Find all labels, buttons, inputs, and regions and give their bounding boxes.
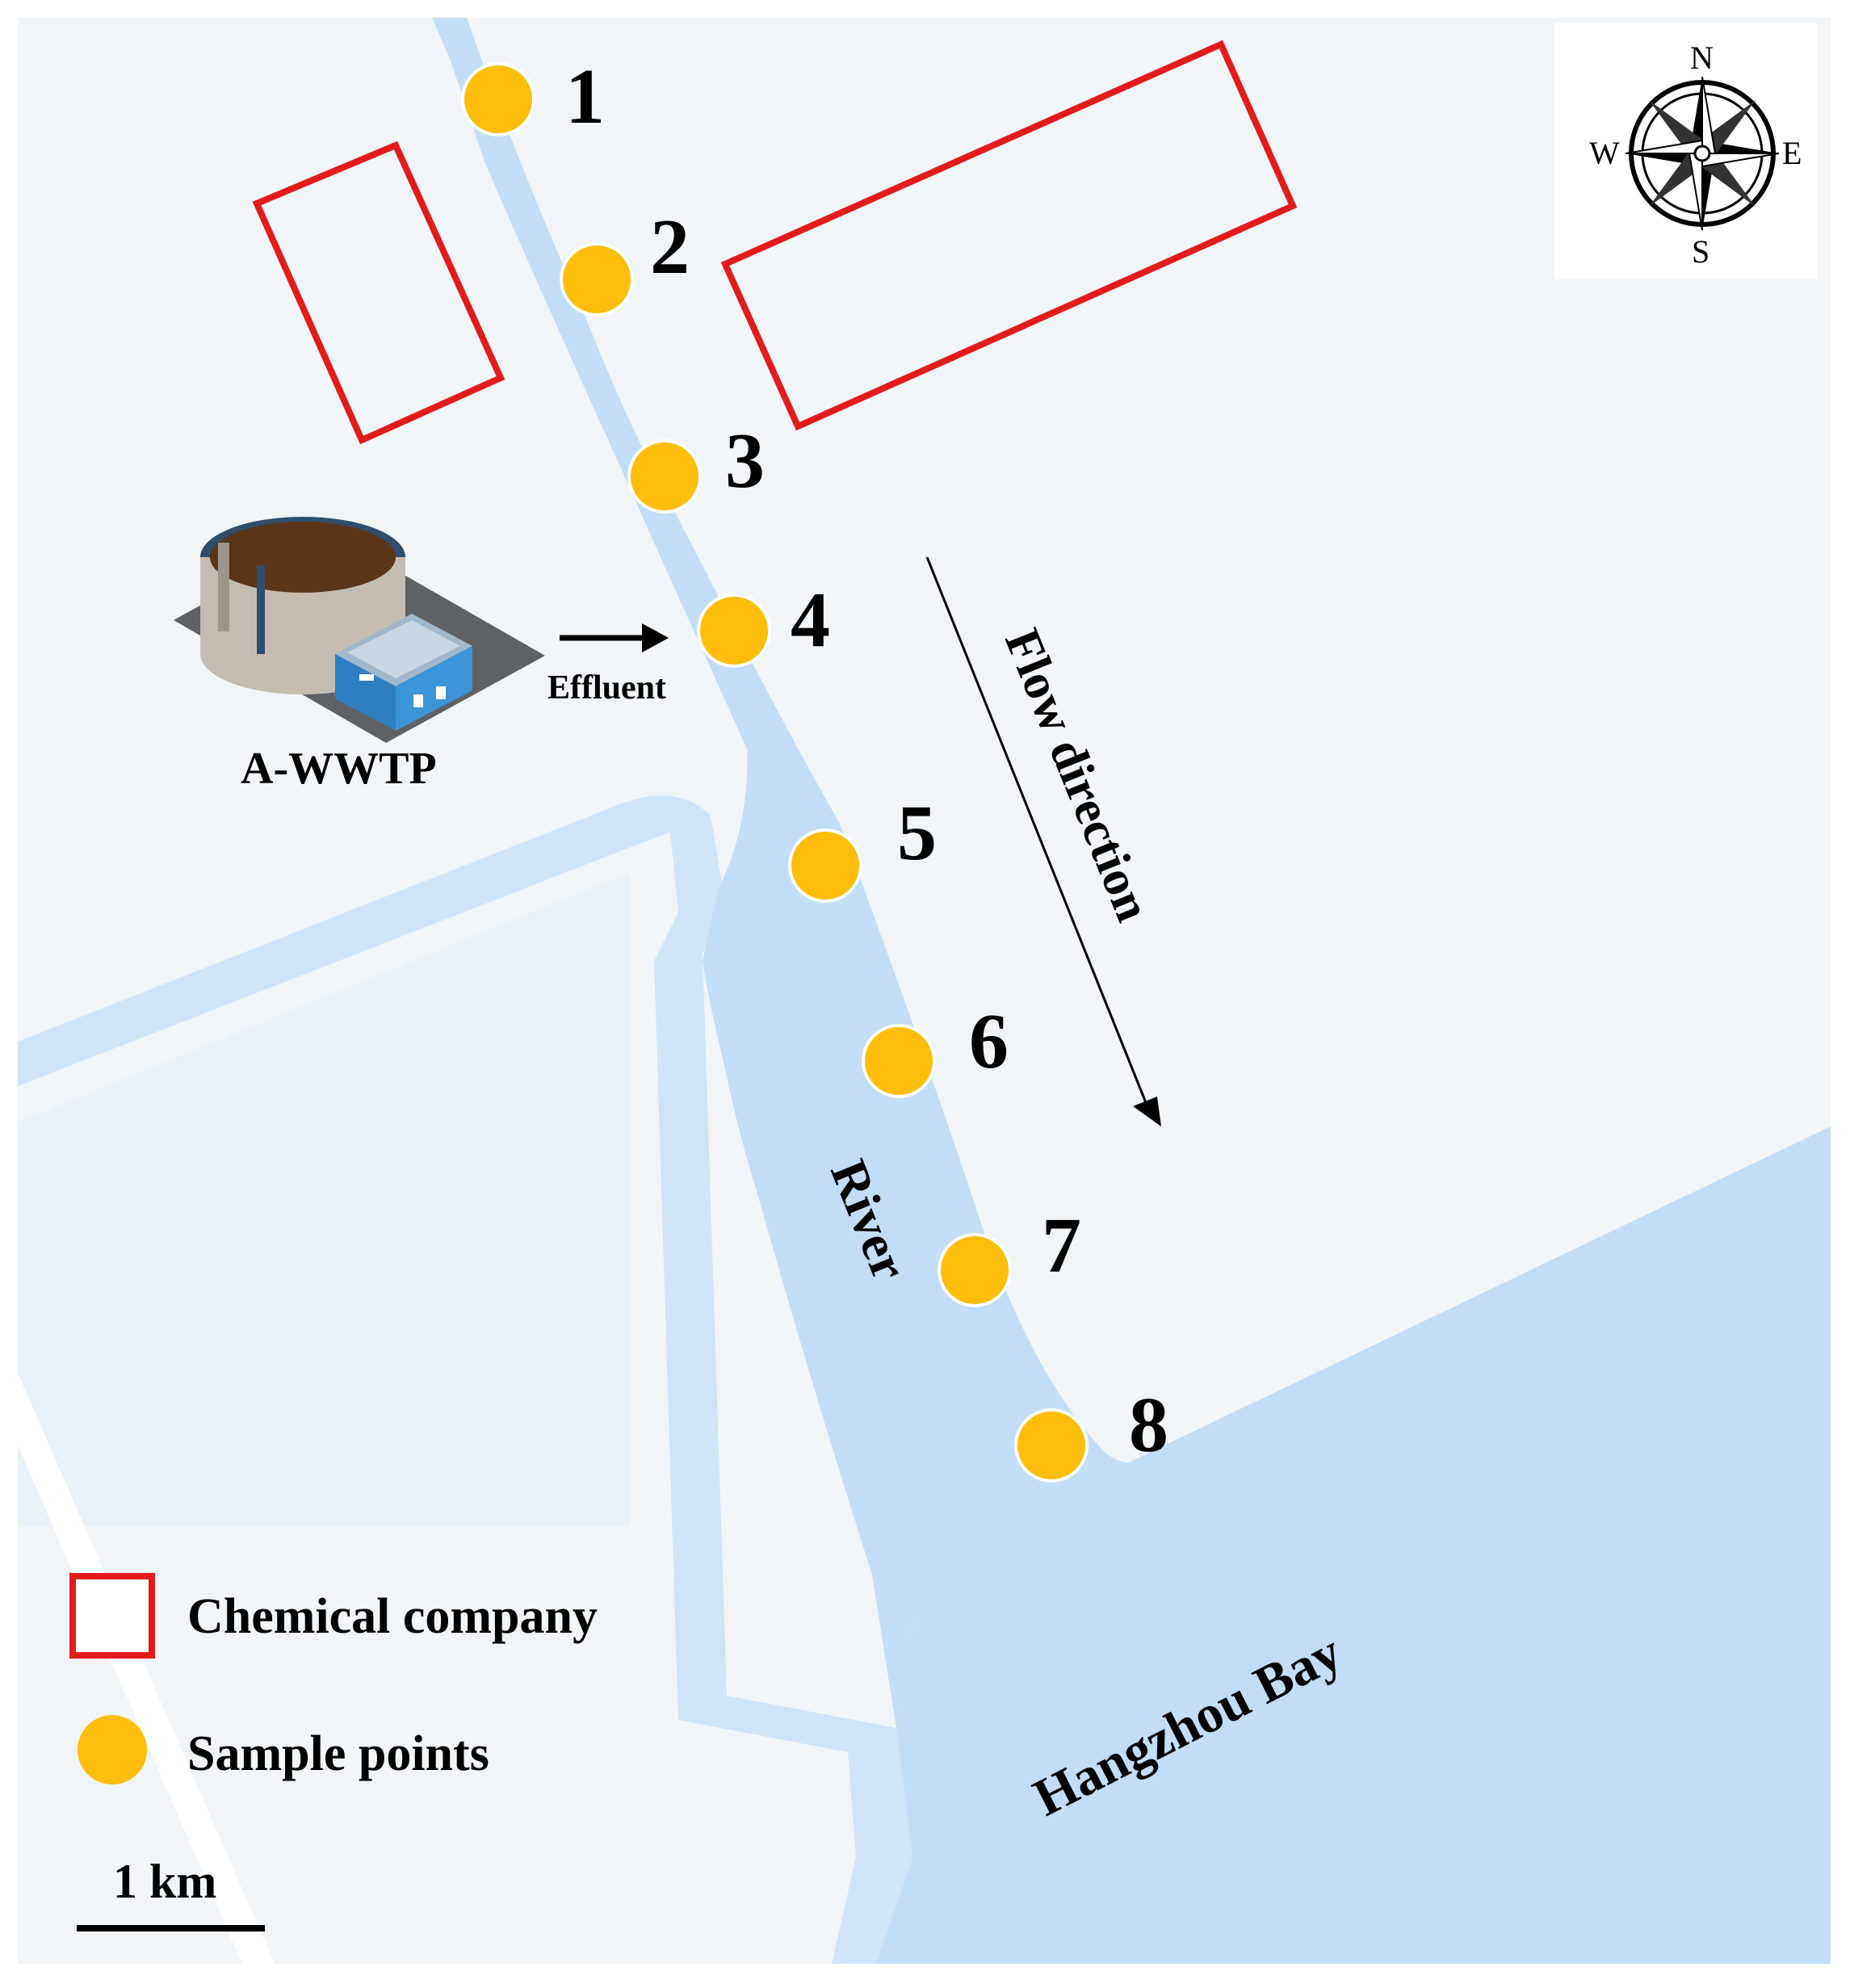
sample-point-2 bbox=[560, 242, 634, 317]
effluent-arrow bbox=[560, 623, 669, 652]
sample-point-label-5: 5 bbox=[897, 790, 937, 877]
sample-point-label-3: 3 bbox=[725, 417, 765, 505]
legend-sample-swatch bbox=[78, 1715, 147, 1785]
sample-point-8 bbox=[1014, 1408, 1089, 1483]
legend-samples-label: Sample points bbox=[187, 1726, 489, 1781]
sample-point-7 bbox=[938, 1233, 1012, 1307]
compass-rose-icon bbox=[1554, 23, 1817, 279]
sample-point-label-4: 4 bbox=[791, 577, 830, 664]
compass-e: E bbox=[1782, 135, 1802, 171]
inner-land bbox=[18, 872, 630, 1526]
wwtp-icon bbox=[174, 517, 545, 743]
sample-point-label-8: 8 bbox=[1129, 1382, 1168, 1469]
sample-point-5 bbox=[788, 828, 862, 903]
sample-point-1 bbox=[461, 62, 535, 136]
sample-point-3 bbox=[627, 439, 702, 514]
wwtp-label: A-WWTP bbox=[241, 744, 437, 794]
effluent-label: Effluent bbox=[547, 669, 666, 707]
sample-point-label-6: 6 bbox=[969, 998, 1009, 1085]
river-mid bbox=[703, 694, 1126, 1728]
legend-company-label: Chemical company bbox=[187, 1589, 598, 1644]
canal-left-edge bbox=[18, 1373, 275, 1964]
river-upper bbox=[436, 18, 808, 775]
canal bbox=[18, 795, 912, 1964]
compass-n: N bbox=[1690, 40, 1714, 76]
chemical-company-west bbox=[252, 141, 505, 445]
sample-point-4 bbox=[697, 593, 771, 668]
sample-point-label-7: 7 bbox=[1042, 1202, 1081, 1290]
chemical-company-east bbox=[720, 40, 1298, 431]
legend-company-swatch bbox=[69, 1573, 155, 1659]
sample-point-label-2: 2 bbox=[650, 203, 690, 291]
hangzhou-bay bbox=[876, 1126, 1831, 1964]
scale-label: 1 km bbox=[113, 1855, 216, 1908]
sample-point-label-1: 1 bbox=[565, 53, 605, 141]
compass-s: S bbox=[1692, 233, 1709, 270]
flow-direction-arrow bbox=[925, 556, 1161, 1126]
compass-w: W bbox=[1589, 135, 1620, 171]
sample-point-6 bbox=[862, 1024, 936, 1098]
